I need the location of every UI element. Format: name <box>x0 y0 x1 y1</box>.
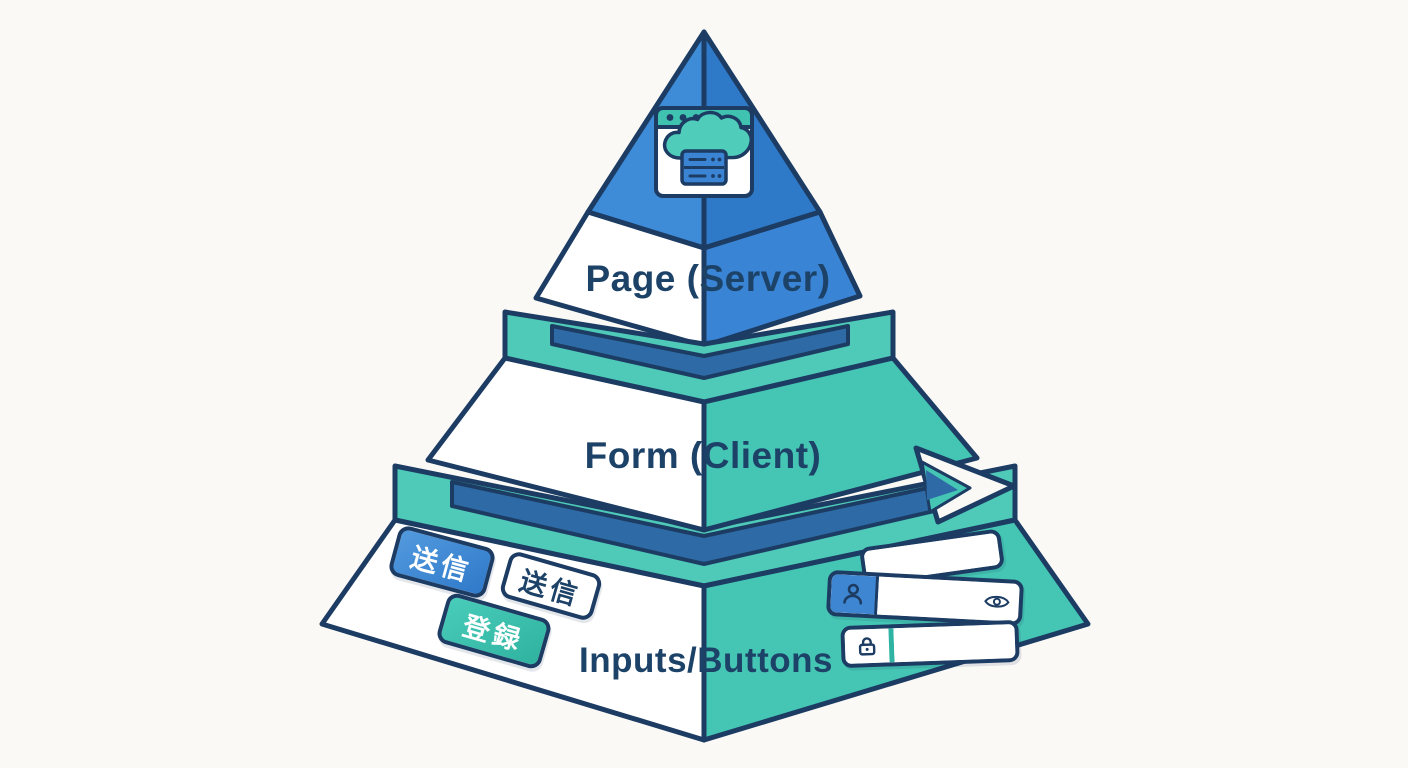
tier-label-page-server: Page (Server) <box>585 258 830 299</box>
lock-icon <box>844 628 890 664</box>
eye-icon[interactable] <box>978 582 1016 622</box>
submit-button-blue-label: 送信 <box>407 541 476 587</box>
user-icon <box>830 574 880 615</box>
register-button-teal-label: 登録 <box>459 610 528 657</box>
tier2-top-inset <box>550 324 850 380</box>
tier-label-inputs-buttons: Inputs/Buttons <box>579 641 833 680</box>
right-notch <box>913 445 1017 525</box>
cloud-icon <box>662 110 754 160</box>
server-icon <box>680 149 728 186</box>
browser-window-icon <box>654 106 754 198</box>
username-input-body[interactable] <box>877 576 980 620</box>
password-input-body[interactable] <box>893 624 1016 663</box>
username-input-field[interactable] <box>825 569 1025 627</box>
tier-label-form-client: Form (Client) <box>585 435 822 476</box>
password-input-field[interactable] <box>840 619 1020 669</box>
